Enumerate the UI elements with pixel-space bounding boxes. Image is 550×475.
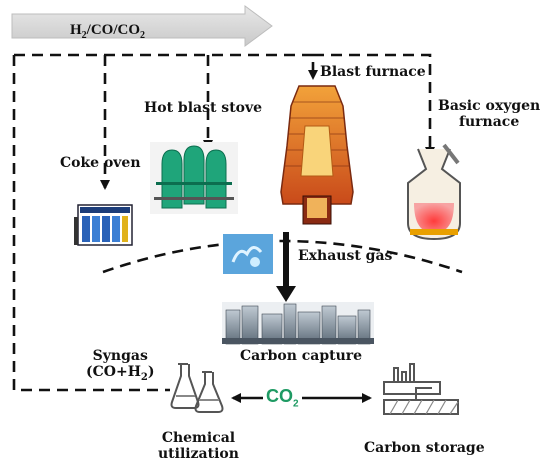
basic-oxygen-furnace-label-line2: furnace [458,114,520,131]
basic-oxygen-furnace-icon [407,143,461,241]
exhaust-gas-label: Exhaust gas [298,248,393,264]
blast-furnace-label: Blast furnace [320,64,426,80]
syngas-label: Syngas (CO+H2) [86,348,155,383]
chemical-flasks-icon [170,363,224,413]
coke-oven-icon [74,204,133,246]
chemical-utilization-label-line2: utilization [158,446,239,463]
exhaust-gas-image [223,234,273,274]
blast-furnace-icon [280,85,354,225]
plant-boundary-arc [102,239,463,274]
gas-banner-arrow [11,5,273,47]
coke-oven-label: Coke oven [60,155,141,171]
syngas-label-line2: (CO+H2) [86,364,155,383]
carbon-capture-label: Carbon capture [240,348,363,364]
co2-badge-icon: CO2 [263,386,302,410]
syngas-label-line1: Syngas [92,348,148,364]
banner-label: H2/CO/CO2 [70,22,146,41]
hot-blast-stove-label: Hot blast stove [144,100,263,116]
gas-recycle-loop [12,53,435,392]
carbon-capture-plant-icon [222,302,374,345]
chemical-utilization-label: Chemical utilization [158,430,239,462]
exhaust-flow-arrow [276,232,296,302]
basic-oxygen-furnace-label-line1: Basic oxygen [438,98,541,114]
hot-blast-stove-icon [150,142,238,214]
chemical-utilization-label-line1: Chemical [161,430,236,446]
basic-oxygen-furnace-label: Basic oxygen furnace [438,98,540,130]
carbon-storage-icon [383,363,459,415]
carbon-storage-label: Carbon storage [364,440,485,456]
